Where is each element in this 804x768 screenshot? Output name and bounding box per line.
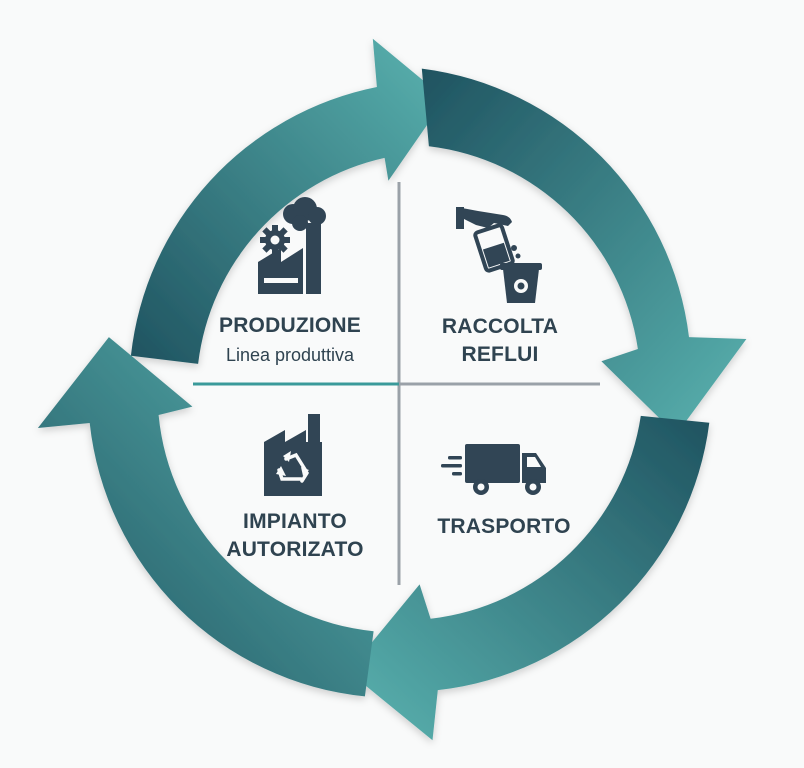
- cycle-arrow-bottom: [348, 415, 710, 741]
- impianto-autorizato-title: IMPIANTO AUTORIZATO: [190, 508, 400, 564]
- produzione-subtitle: Linea produttiva: [225, 345, 355, 365]
- recycling-plant-icon: [264, 414, 322, 496]
- cycle-arrow-right: [421, 68, 747, 435]
- cycle-arrow-top: [130, 38, 446, 364]
- raccolta-reflui-title: RACCOLTA REFLUI: [400, 313, 600, 369]
- reflui-line: REFLUI: [461, 343, 539, 366]
- factory-gear-icon: [258, 197, 326, 294]
- hand-pouring-into-bin-icon: [456, 207, 542, 303]
- cycle-arrow-left: [37, 337, 374, 697]
- autorizato-line: AUTORIZATO: [226, 538, 364, 561]
- produzione-title: PRODUZIONE: [218, 314, 361, 337]
- trasporto-title: TRASPORTO: [437, 515, 571, 538]
- delivery-truck-icon: [441, 444, 546, 495]
- raccolta-line: RACCOLTA: [441, 315, 559, 338]
- impianto-line: IMPIANTO: [243, 510, 347, 533]
